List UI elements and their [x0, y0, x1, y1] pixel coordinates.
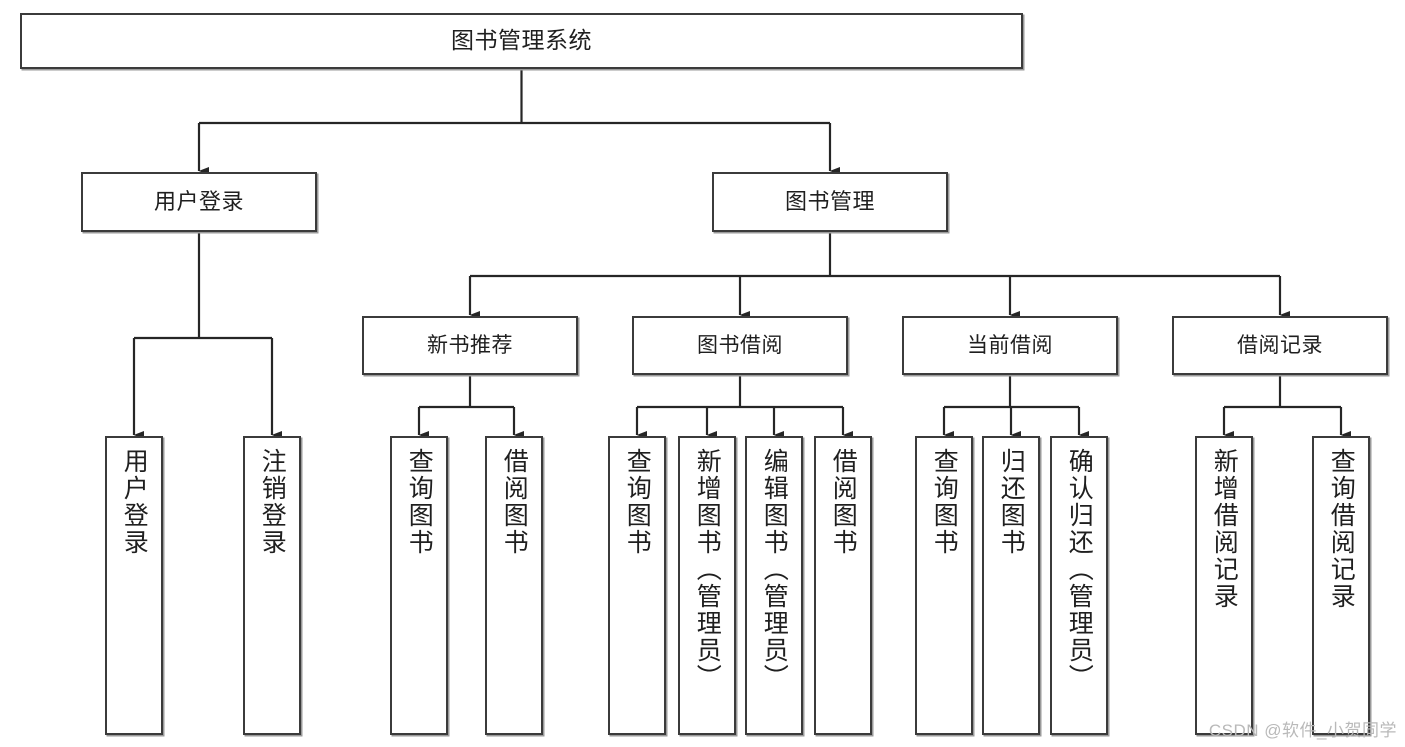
- node-label: 查询图书: [405, 448, 434, 556]
- node-label: 编辑图书（管理员）: [760, 448, 789, 691]
- node-label: 图书管理: [784, 188, 875, 214]
- node-current_borrow[interactable]: 当前借阅: [902, 316, 1118, 375]
- node-leaf_edit_book[interactable]: 编辑图书（管理员）: [745, 436, 803, 735]
- node-label: 查询图书: [623, 448, 652, 556]
- node-label: 新增图书（管理员）: [693, 448, 722, 691]
- node-leaf_user_login[interactable]: 用户登录: [105, 436, 163, 735]
- node-label: 归还图书: [997, 448, 1026, 556]
- csdn-watermark: CSDN @软件_小贺同学: [1208, 721, 1397, 740]
- node-label: 注销登录: [258, 448, 287, 556]
- node-leaf_add_book[interactable]: 新增图书（管理员）: [678, 436, 736, 735]
- node-leaf_logout[interactable]: 注销登录: [243, 436, 301, 735]
- node-book_borrow[interactable]: 图书借阅: [632, 316, 848, 375]
- node-leaf_query_book_2[interactable]: 查询图书: [608, 436, 666, 735]
- node-leaf_query_book_1[interactable]: 查询图书: [390, 436, 448, 735]
- node-leaf_return_book[interactable]: 归还图书: [982, 436, 1040, 735]
- node-label: 借阅记录: [1237, 333, 1323, 357]
- node-label: 查询图书: [930, 448, 959, 556]
- node-new_book_rec[interactable]: 新书推荐: [362, 316, 578, 375]
- node-book_mgmt[interactable]: 图书管理: [712, 172, 948, 232]
- node-label: 新书推荐: [427, 333, 513, 357]
- node-label: 借阅图书: [829, 448, 858, 556]
- node-label: 新增借阅记录: [1210, 448, 1239, 610]
- node-label: 当前借阅: [967, 333, 1053, 357]
- node-label: 借阅图书: [500, 448, 529, 556]
- node-leaf_borrow_book_2[interactable]: 借阅图书: [814, 436, 872, 735]
- node-leaf_query_record[interactable]: 查询借阅记录: [1312, 436, 1370, 735]
- node-leaf_query_book_3[interactable]: 查询图书: [915, 436, 973, 735]
- node-root[interactable]: 图书管理系统: [20, 13, 1023, 69]
- node-label: 用户登录: [120, 448, 149, 556]
- node-label: 图书借阅: [697, 333, 783, 357]
- node-borrow_record[interactable]: 借阅记录: [1172, 316, 1388, 375]
- node-label: 用户登录: [153, 188, 244, 214]
- node-user_login[interactable]: 用户登录: [81, 172, 317, 232]
- node-leaf_add_record[interactable]: 新增借阅记录: [1195, 436, 1253, 735]
- node-label: 确认归还（管理员）: [1065, 448, 1094, 691]
- node-leaf_borrow_book_1[interactable]: 借阅图书: [485, 436, 543, 735]
- node-label: 查询借阅记录: [1327, 448, 1356, 610]
- node-label: 图书管理系统: [451, 27, 592, 54]
- node-leaf_confirm_return[interactable]: 确认归还（管理员）: [1050, 436, 1108, 735]
